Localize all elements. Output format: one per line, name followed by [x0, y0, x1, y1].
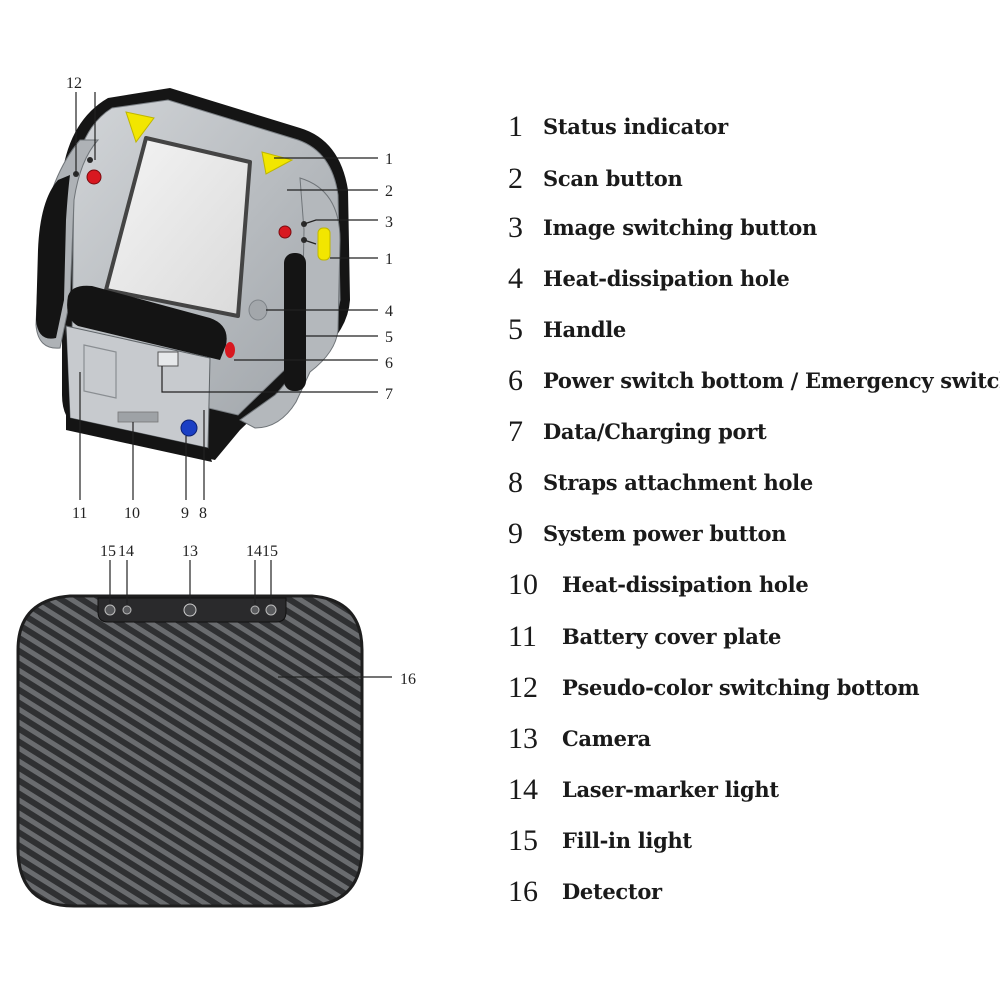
- legend-number: 7: [508, 415, 523, 448]
- front-bottom-bar: [67, 285, 227, 360]
- emergency-switch[interactable]: [225, 342, 235, 358]
- legend-label: Handle: [543, 317, 626, 342]
- callout-7: 7: [385, 386, 393, 403]
- callout-1b: 1: [385, 251, 393, 268]
- legend-label: Detector: [562, 879, 662, 904]
- lower-panel-dark: [66, 326, 212, 462]
- callouts-bottom: 15 14 13 14 15 16: [100, 543, 416, 688]
- legend-label: Battery cover plate: [562, 624, 782, 649]
- heat-dissipation-hole-side: [248, 299, 268, 321]
- legend-number: 13: [508, 722, 538, 755]
- heat-dissipation-hole-bottom: [117, 411, 159, 423]
- legend-label: Data/Charging port: [543, 419, 767, 444]
- callout-15a: 15: [100, 543, 116, 560]
- legend-number: 8: [508, 466, 523, 499]
- left-small-dot-2: [87, 157, 93, 163]
- legend-label: Scan button: [543, 166, 683, 191]
- legend-label: Image switching button: [543, 215, 817, 240]
- legend-number: 5: [508, 313, 523, 346]
- legend-label: Camera: [562, 726, 651, 751]
- left-grip: [36, 175, 70, 339]
- callout-1a: 1: [385, 151, 393, 168]
- camera-lens: [183, 603, 197, 617]
- legend-number: 6: [508, 364, 523, 397]
- legend-number: 11: [508, 620, 537, 653]
- legend-label: Heat-dissipation hole: [543, 266, 790, 291]
- scanner-device: [35, 88, 350, 462]
- legend-number: 2: [508, 162, 523, 195]
- callout-8: 8: [199, 505, 207, 522]
- leader-lines-bottom: [109, 560, 392, 678]
- scan-button[interactable]: [278, 225, 292, 239]
- battery-cover-plate: [83, 344, 117, 399]
- legend-number: 10: [508, 568, 538, 601]
- legend-label: System power button: [543, 521, 787, 546]
- callout-16: 16: [400, 671, 416, 688]
- legend-number: 1: [508, 110, 523, 143]
- legend-number: 9: [508, 517, 523, 550]
- handle: [284, 253, 306, 391]
- callouts-top: 12 1 2 3 1 4 5 6 7 11 10 9 8: [66, 75, 393, 522]
- callout-12: 12: [66, 75, 82, 92]
- legend-label: Status indicator: [543, 114, 728, 139]
- callout-11: 11: [72, 505, 87, 522]
- legend-number: 4: [508, 262, 523, 295]
- legend-number: 12: [508, 671, 538, 704]
- status-indicator-triangle-right: [261, 151, 294, 175]
- status-indicator-side: [317, 227, 331, 261]
- display-screen: [104, 136, 252, 318]
- callout-4: 4: [385, 303, 393, 320]
- status-indicator-triangle-left: [125, 111, 155, 144]
- callout-5: 5: [385, 329, 393, 346]
- legend-label: Laser-marker light: [562, 777, 779, 802]
- callout-3: 3: [385, 214, 393, 231]
- laser-marker-light-right: [250, 605, 260, 615]
- laser-marker-light-left: [122, 605, 132, 615]
- legend-number: 3: [508, 211, 523, 244]
- legend-label: Fill-in light: [562, 828, 692, 853]
- detector-outline: [16, 594, 364, 908]
- legend-number: 16: [508, 875, 538, 908]
- legend-label: Straps attachment hole: [543, 470, 813, 495]
- system-power-button[interactable]: [180, 419, 198, 437]
- callout-10: 10: [124, 505, 140, 522]
- legend-label: Power switch bottom / Emergency switch: [543, 368, 1000, 393]
- legend-label: Heat-dissipation hole: [562, 572, 809, 597]
- legend-number: 14: [508, 773, 538, 806]
- data-charging-port: [157, 351, 179, 367]
- callout-9: 9: [181, 505, 189, 522]
- fill-in-light-left: [104, 604, 116, 616]
- leader-lines-top: [75, 92, 378, 500]
- callout-2: 2: [385, 183, 393, 200]
- legend-number: 15: [508, 824, 538, 857]
- callout-6: 6: [385, 355, 393, 372]
- detector-panel: [16, 594, 364, 908]
- callout-14b: 14: [246, 543, 262, 560]
- callout-13: 13: [182, 543, 198, 560]
- callout-14a: 14: [118, 543, 134, 560]
- fill-in-light-right: [265, 604, 277, 616]
- legend-label: Pseudo-color switching bottom: [562, 675, 920, 700]
- callout-15b: 15: [262, 543, 278, 560]
- pseudo-color-button[interactable]: [86, 169, 102, 185]
